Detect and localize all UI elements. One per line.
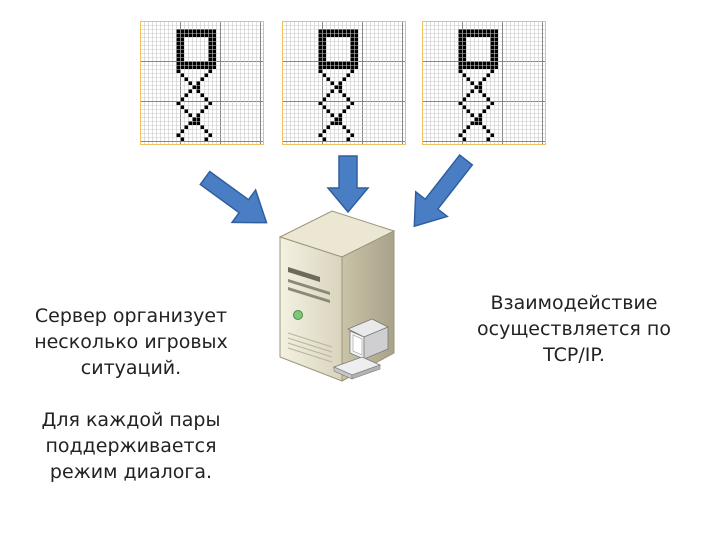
pixel-grid-svg (422, 21, 546, 145)
text-line: Взаимодействие (490, 292, 658, 314)
game-board-2 (282, 21, 406, 145)
text-line: несколько игровых (34, 331, 228, 353)
arrow-right (413, 154, 474, 228)
pixel-grid-svg (282, 21, 406, 145)
text-line: поддерживается (45, 435, 217, 457)
game-board-3 (422, 21, 546, 145)
left-paragraph-2: Для каждой пары поддерживается режим диа… (22, 407, 240, 485)
text-line: Сервер организует (34, 305, 228, 327)
left-description: Сервер организует несколько игровых ситу… (22, 303, 240, 485)
arrow-left (199, 170, 268, 224)
text-line: осуществляется по (477, 318, 671, 340)
server-icon (278, 210, 396, 382)
pixel-grid-svg (140, 21, 264, 145)
text-line: Для каждой пары (41, 409, 221, 431)
left-paragraph-1: Сервер организует несколько игровых ситу… (22, 303, 240, 381)
text-line: режим диалога. (49, 461, 213, 483)
right-paragraph: Взаимодействие осуществляется по TCP/IP. (460, 290, 688, 368)
text-line: ситуаций. (80, 357, 182, 379)
game-board-1 (140, 21, 264, 145)
arrow-center (326, 155, 370, 214)
right-description: Взаимодействие осуществляется по TCP/IP. (460, 290, 688, 368)
text-line: TCP/IP. (543, 344, 605, 366)
